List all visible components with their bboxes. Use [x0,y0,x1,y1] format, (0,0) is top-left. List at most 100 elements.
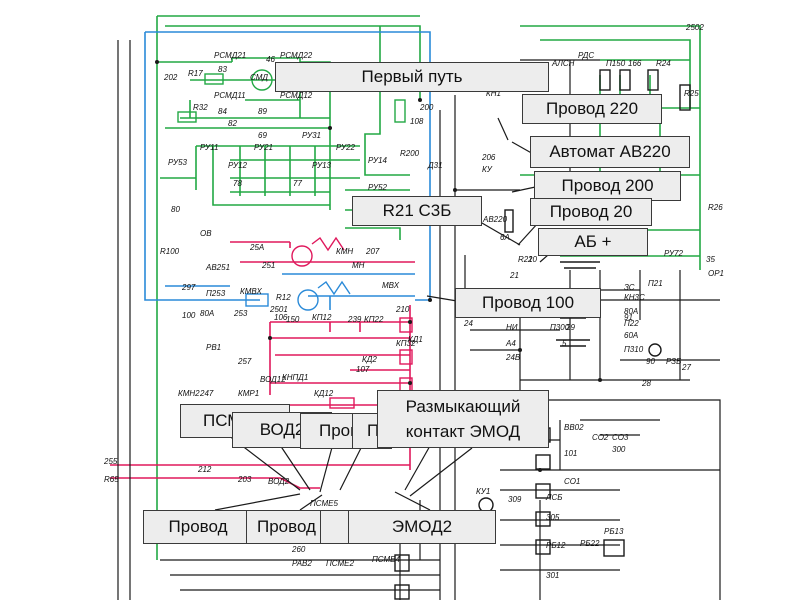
schematic-label: РБ22 [580,539,600,548]
schematic-label: А4 [505,339,516,348]
schematic-label: КУ1 [476,487,490,496]
schematic-label: П21 [648,279,663,288]
schematic-label: 203 [237,475,252,484]
schematic-label: ОР2 [0,0,17,2]
schematic-label: РЗБ [666,357,681,366]
schematic-label: РСМД11 [214,91,246,100]
schematic-label: ЗС [624,283,635,292]
schematic-label: 301 [546,571,559,580]
schematic-label: П310 [624,345,644,354]
schematic-label: R200 [400,149,420,158]
schematic-label: РСМД21 [214,51,246,60]
schematic-label: 2501 [269,305,288,314]
schematic-label: КП12 [312,313,332,322]
schematic-label: АВ220 [482,215,508,224]
schematic-label: R17 [188,69,203,78]
schematic-label: 305 [546,513,560,522]
schematic-label: КД12 [314,389,334,398]
schematic-label: 108 [410,117,424,126]
schematic-label: 309 [508,495,522,504]
schematic-label: РУ12 [228,161,248,170]
schematic-label: ВВ02 [564,423,584,432]
schematic-label: R12 [276,293,291,302]
schematic-label: 200 [419,103,434,112]
callout-r21-c3b: R21 С3Б [352,196,482,226]
schematic-label: ОВ [200,229,212,238]
schematic-label: R65 [104,475,119,484]
schematic-label: 6А [500,233,510,242]
schematic-label: РБ12 [546,541,566,550]
schematic-label: АВ251 [205,263,230,272]
schematic-label: 150 [286,315,300,324]
schematic-label: 29 [565,323,575,332]
callout-emod2: ЭМОД2 [348,510,496,544]
schematic-label: 83 [218,65,227,74]
schematic-label: R32 [193,103,208,112]
schematic-label: 82 [228,119,237,128]
schematic-label: КМВХ [240,287,262,296]
schematic-label: МВХ [382,281,400,290]
callout-provod-200: Провод 200 [534,171,681,201]
callout-provod-100: Провод 100 [455,288,601,318]
schematic-label: 300 [612,445,626,454]
schematic-label: КН1 [486,89,501,98]
schematic-label: СМД [250,73,268,82]
schematic-label: КМН [336,247,353,256]
schematic-label: КНПД1 [282,373,308,382]
schematic-label: 20 [527,255,537,264]
schematic-label: 91 [624,313,633,322]
callout-pro-1: Провод [300,413,360,449]
schematic-label: 202 [163,73,178,82]
schematic-label: РУ72 [664,249,684,258]
schematic-label: 5 [562,339,567,348]
schematic-label: РСМД22 [280,51,313,60]
schematic-label: П300 [550,323,570,332]
schematic-label: 25А [249,243,264,252]
schematic-label: РУ13 [312,161,332,170]
schematic-label: КУ [482,165,493,174]
callout-provod-bottom-1: Провод [143,510,253,544]
callout-pervyi-put: Первый путь [275,62,549,92]
schematic-label: R25 [684,89,699,98]
schematic-label: РСМД12 [280,91,313,100]
callout-razmykayushchiy: Размыкающий контакт ЭМОД [377,390,549,448]
schematic-label: РУ22 [336,143,356,152]
schematic-label: СО3 [612,433,629,442]
schematic-label: СО2 [592,433,609,442]
schematic-label: 106 [274,313,288,322]
schematic-label: П150 [606,59,626,68]
schematic-label: 253 [233,309,248,318]
schematic-label: РУ31 [302,131,321,140]
schematic-label: 27 [681,363,691,372]
blue-wiring [144,31,431,310]
schematic-label: 78 [233,179,242,188]
schematic-label: 101 [564,449,577,458]
schematic-label: РАВ2 [292,559,312,568]
callout-avtomat-av220: Автомат АВ220 [530,136,690,168]
schematic-label: П253 [206,289,226,298]
schematic-label: РУ52 [368,183,388,192]
schematic-label: 21 [509,271,519,280]
schematic-label: 107 [356,365,370,374]
schematic-label: ВОД12 [260,375,286,384]
schematic-label: РБ13 [604,527,624,536]
schematic-label: КД1 [408,335,423,344]
schematic-label: 80А [200,309,214,318]
callout-provod-220: Провод 220 [522,94,662,124]
schematic-label: РДС [578,51,594,60]
schematic-label: 69 [258,131,267,140]
schematic-label: 257 [237,357,252,366]
schematic-label: ЛСБ [545,493,562,502]
schematic-label: РВ1 [206,343,221,352]
schematic-label: КМР1 [238,389,259,398]
schematic-label: 166 [628,59,642,68]
callout-ab-plus: АБ + [538,228,648,256]
schematic-label: ПСМЕ2 [326,559,354,568]
schematic-label: КП32 [396,339,416,348]
schematic-label: ПСМЕ4 [372,555,400,564]
schematic-label: А [0,0,5,2]
schematic-label: 46 [266,55,275,64]
schematic-label: НИ [506,323,518,332]
schematic-label: КН3С [624,293,645,302]
schematic-label: АЛСН [551,59,575,68]
